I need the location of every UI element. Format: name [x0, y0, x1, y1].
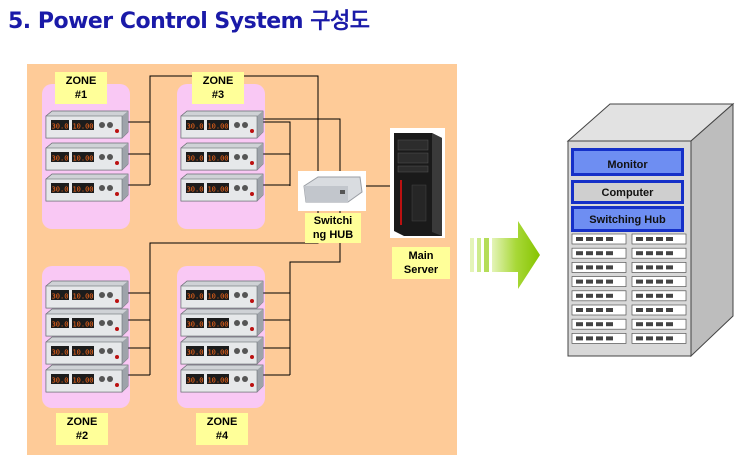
zone-label-1: ZONE #1	[55, 72, 107, 104]
zone-label-4: ZONE #4	[196, 413, 248, 445]
rack-monitor: Monitor	[571, 148, 684, 176]
psu-current-readout: 10.00	[207, 293, 228, 301]
psu-current-readout: 10.00	[207, 155, 228, 163]
psu-voltage-readout: 30.0	[187, 123, 204, 131]
psu-current-readout: 10.00	[207, 321, 228, 329]
psu-current-readout: 10.00	[72, 377, 93, 385]
psu-current-readout: 10.00	[207, 377, 228, 385]
psu-voltage-readout: 30.0	[187, 377, 204, 385]
psu-voltage-readout: 30.0	[187, 155, 204, 163]
server-label: Main Server	[392, 247, 450, 279]
psu-current-readout: 10.00	[72, 349, 93, 357]
psu-voltage-readout: 30.0	[187, 349, 204, 357]
psu-current-readout: 10.00	[207, 186, 228, 194]
psu-current-readout: 10.00	[72, 186, 93, 194]
psu-voltage-readout: 30.0	[187, 293, 204, 301]
psu-current-readout: 10.00	[72, 293, 93, 301]
psu-voltage-readout: 30.0	[52, 349, 69, 357]
zone-label-2: ZONE #2	[56, 413, 108, 445]
psu-voltage-readout: 30.0	[52, 293, 69, 301]
psu-voltage-readout: 30.0	[52, 123, 69, 131]
psu-voltage-readout: 30.0	[187, 186, 204, 194]
psu-current-readout: 10.00	[72, 321, 93, 329]
psu-current-readout: 10.00	[72, 155, 93, 163]
hub-label: Switchi ng HUB	[305, 213, 361, 243]
psu-current-readout: 10.00	[207, 123, 228, 131]
psu-voltage-readout: 30.0	[187, 321, 204, 329]
psu-current-readout: 10.00	[72, 123, 93, 131]
zone-label-3: ZONE #3	[192, 72, 244, 104]
rack-computer: Computer	[571, 180, 684, 204]
psu-voltage-readout: 30.0	[52, 321, 69, 329]
psu-current-readout: 10.00	[207, 349, 228, 357]
psu-voltage-readout: 30.0	[52, 186, 69, 194]
psu-voltage-readout: 30.0	[52, 155, 69, 163]
page-title: 5. Power Control System 구성도	[8, 9, 370, 34]
rack-switching-hub: Switching Hub	[571, 206, 684, 232]
psu-voltage-readout: 30.0	[52, 377, 69, 385]
